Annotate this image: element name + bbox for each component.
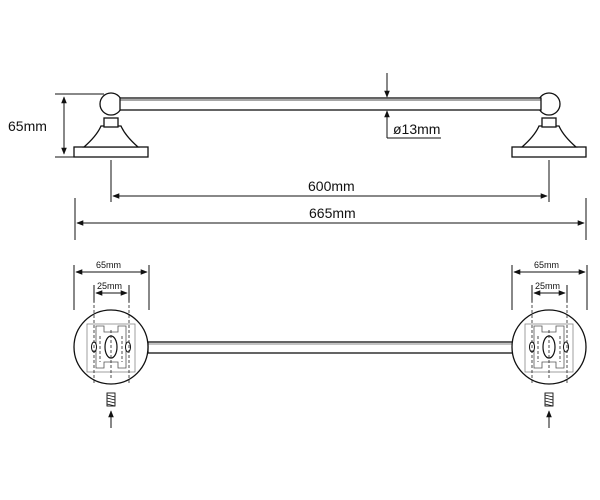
- length-label: 600mm: [308, 178, 355, 194]
- left-set-screw-icon: [106, 392, 116, 428]
- right-set-screw-icon: [544, 392, 554, 428]
- overall-label: 665mm: [309, 205, 356, 221]
- diameter-dimension: ø13mm: [384, 73, 441, 139]
- top-view-bar: [147, 341, 515, 354]
- overall-dimension: 665mm: [74, 198, 587, 240]
- right-holes-dimension: 25mm: [531, 281, 568, 302]
- left-plate-label: 65mm: [96, 260, 121, 270]
- left-plate-dimension: 65mm: [73, 260, 150, 310]
- right-round-plate: [511, 300, 587, 385]
- right-bracket: [511, 92, 587, 158]
- left-round-plate: [73, 300, 149, 385]
- length-dimension: 600mm: [110, 160, 550, 202]
- top-view: 65mm 25mm 65mm 25mm: [73, 260, 588, 428]
- height-label: 65mm: [8, 118, 47, 134]
- height-dimension: 65mm: [8, 93, 104, 158]
- towel-bar: [119, 97, 542, 111]
- right-holes-label: 25mm: [535, 281, 560, 291]
- diameter-label: ø13mm: [393, 121, 440, 137]
- right-plate-label: 65mm: [534, 260, 559, 270]
- left-bracket: [73, 92, 149, 158]
- right-plate-dimension: 65mm: [511, 260, 588, 310]
- side-view: 65mm ø13mm: [8, 73, 587, 240]
- left-holes-dimension: 25mm: [93, 281, 130, 302]
- left-holes-label: 25mm: [97, 281, 122, 291]
